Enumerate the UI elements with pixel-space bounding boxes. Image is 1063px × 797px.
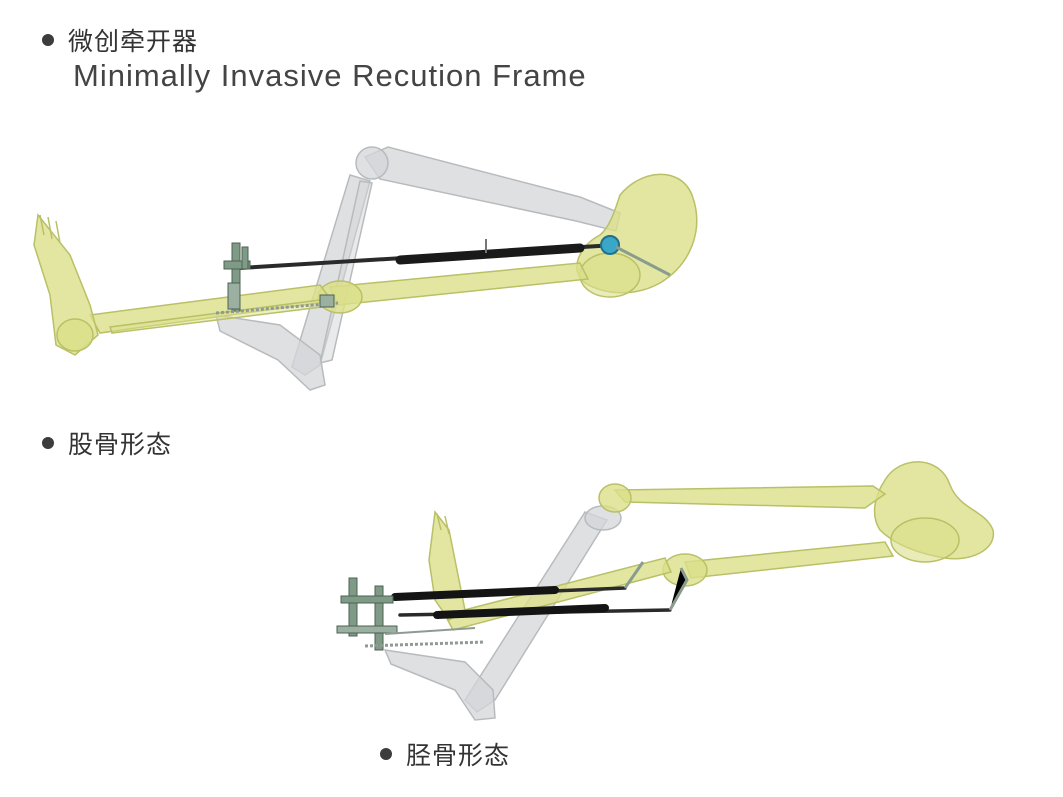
reduction-frame: [336, 561, 689, 651]
femur-caption: 股骨形态: [42, 425, 172, 461]
tibia-frame-illustration: [336, 461, 994, 721]
femur-caption-text: 股骨形态: [68, 430, 173, 459]
tibia-caption: 胫骨形态: [380, 736, 510, 772]
grey-leg-bones: [214, 146, 621, 391]
yellow-leg-bones: [428, 461, 994, 631]
title-cn: 微创牵开器: [68, 27, 199, 56]
title-caption: 微创牵开器: [42, 22, 198, 58]
bullet-icon: [42, 437, 54, 449]
reduction-frame: [215, 235, 671, 315]
bullet-icon: [380, 748, 392, 760]
tibia-caption-text: 胫骨形态: [406, 741, 511, 770]
femur-frame-illustration: [33, 146, 698, 391]
bullet-icon: [42, 34, 54, 46]
title-en: Minimally Invasive Recution Frame: [73, 58, 587, 93]
